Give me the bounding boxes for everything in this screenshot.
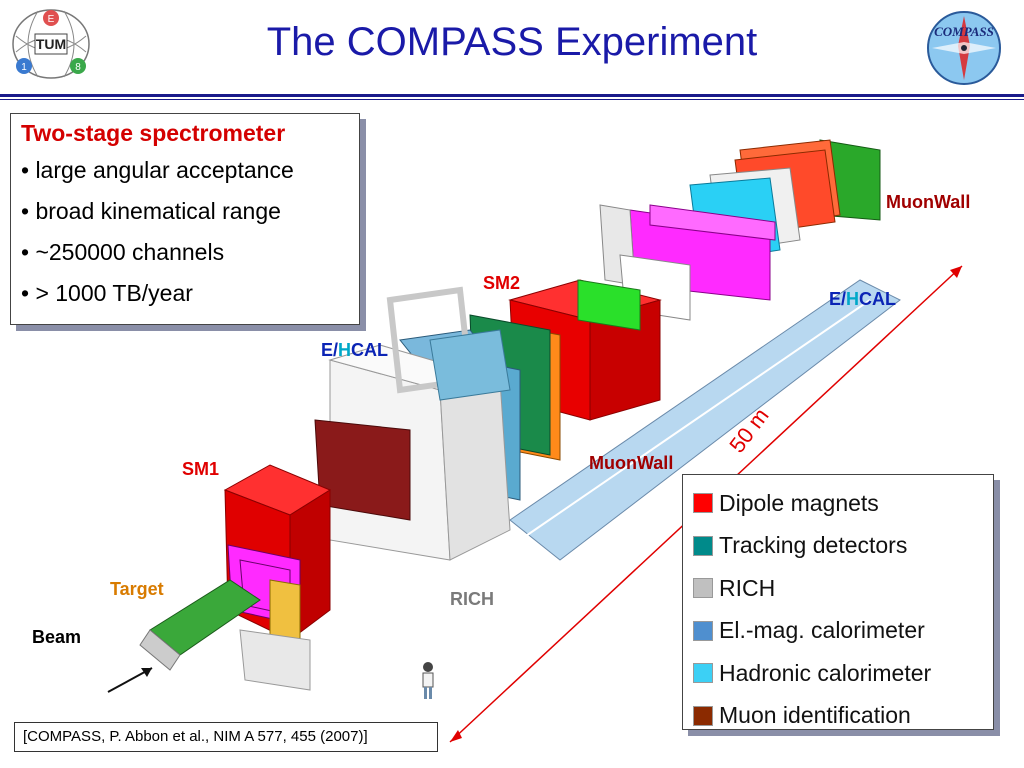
legend-item: El.-mag. calorimeter: [693, 610, 993, 653]
label-sm1: SM1: [182, 459, 220, 479]
label-muonwall-right: MuonWall: [886, 192, 971, 212]
legend-item: Tracking detectors: [693, 525, 993, 568]
title-rule-thin: [0, 99, 1024, 100]
label-beam: Beam: [32, 627, 82, 647]
info-heading: Two-stage spectrometer: [21, 120, 286, 146]
label-ehcal-left: E/HCAL: [321, 340, 389, 360]
info-item: • ~250000 channels: [21, 239, 225, 265]
legend-label: El.-mag. calorimeter: [719, 617, 925, 644]
legend-label: Muon identification: [719, 702, 911, 729]
label-target: Target: [110, 579, 164, 599]
legend-item: Muon identification: [693, 695, 993, 738]
title-rule: [0, 94, 1024, 97]
label-rich: RICH: [450, 589, 494, 609]
info-item: • large angular acceptance: [21, 157, 294, 183]
info-item: • broad kinematical range: [21, 198, 281, 224]
label-sm2: SM2: [483, 273, 521, 293]
legend-item: Hadronic calorimeter: [693, 652, 993, 695]
spectrometer-info-box: Two-stage spectrometer • large angular a…: [10, 113, 360, 325]
legend-swatch: [693, 663, 713, 684]
detector-legend: Dipole magnets Tracking detectors RICH E…: [682, 474, 994, 730]
tum-digit-1: 1: [21, 62, 27, 73]
legend-swatch: [693, 620, 713, 641]
citation: [COMPASS, P. Abbon et al., NIM A 577, 45…: [14, 722, 438, 752]
legend-item: RICH: [693, 567, 993, 610]
tum-letter-e: E: [48, 14, 55, 25]
legend-label: Dipole magnets: [719, 489, 879, 516]
tum-letters: TUM: [36, 36, 66, 52]
legend-label: RICH: [719, 574, 776, 601]
legend-swatch: [693, 578, 713, 599]
legend-swatch: [693, 705, 713, 726]
legend-label: Tracking detectors: [719, 532, 908, 559]
legend-swatch: [693, 493, 713, 514]
compass-logo: COMPASS: [927, 11, 1001, 85]
legend-item: Dipole magnets: [693, 482, 993, 525]
tum-digit-8: 8: [75, 62, 81, 73]
slide-title: The COMPASS Experiment: [266, 20, 758, 64]
compass-logo-text: COMPASS: [934, 24, 994, 39]
info-item: • > 1000 TB/year: [21, 280, 193, 306]
label-muonwall-mid: MuonWall: [589, 453, 674, 473]
label-ehcal-right: E/HCAL: [829, 289, 897, 309]
legend-label: Hadronic calorimeter: [719, 659, 932, 686]
legend-swatch: [693, 535, 713, 556]
tum-logo: E TUM 1 8: [12, 9, 90, 79]
